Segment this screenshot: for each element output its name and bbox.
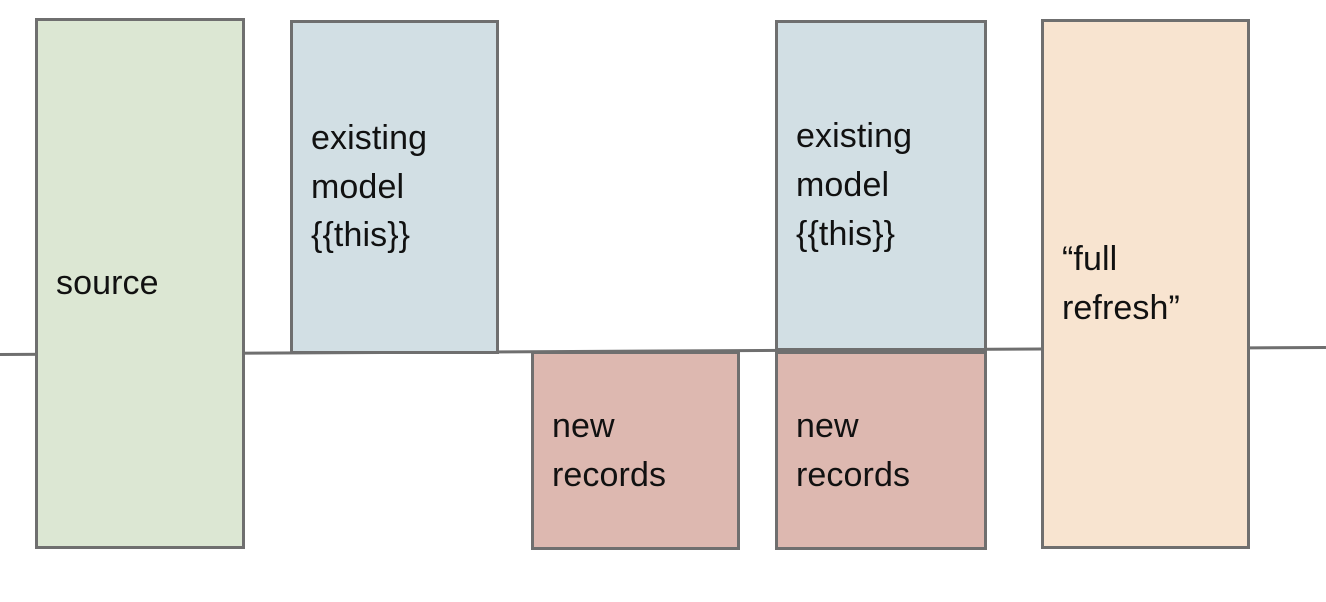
box-full-refresh-label: “full refresh” [1062, 240, 1180, 327]
box-new-records-2[interactable]: new records [775, 351, 987, 550]
box-new-records-2-label: new records [796, 406, 911, 494]
box-existing-model-1[interactable]: existing model {{this}} [290, 20, 499, 354]
box-source-label: source [56, 264, 159, 303]
box-full-refresh[interactable]: “full refresh” [1041, 19, 1250, 549]
box-new-records-1-label: new records [552, 406, 667, 494]
box-new-records-1[interactable]: new records [531, 351, 740, 550]
box-source[interactable]: source [35, 18, 245, 549]
box-existing-model-2[interactable]: existing model {{this}} [775, 20, 987, 351]
box-existing-model-1-label: existing model {{this}} [311, 118, 428, 255]
box-existing-model-2-label: existing model {{this}} [796, 117, 913, 253]
